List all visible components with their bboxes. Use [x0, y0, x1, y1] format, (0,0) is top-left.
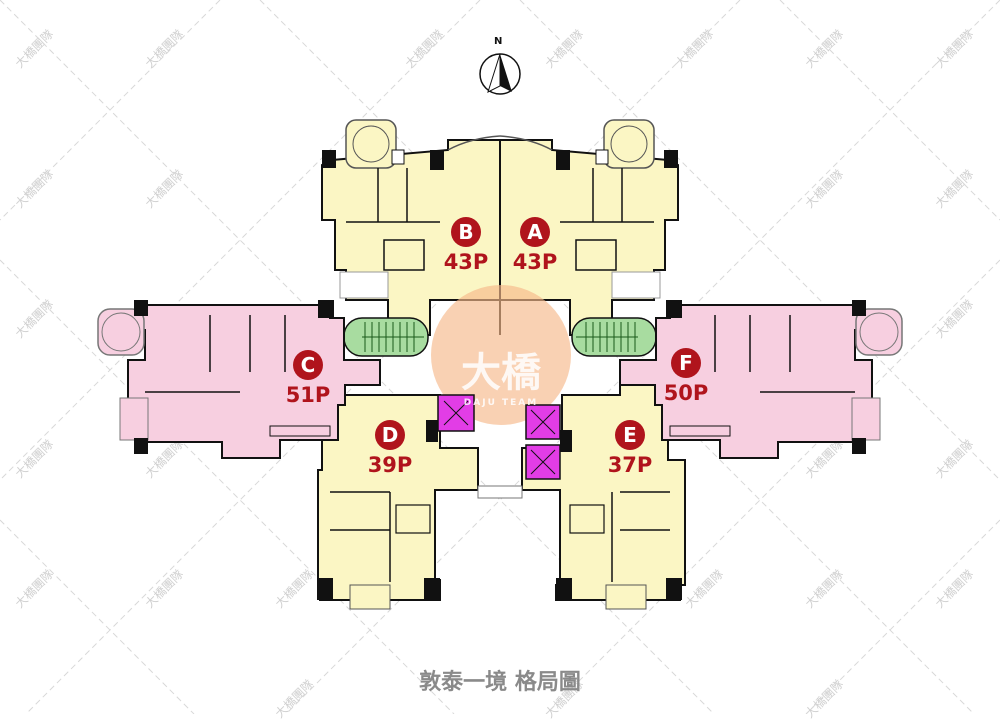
unit-size: 43P	[443, 250, 489, 274]
unit-e-plan	[521, 384, 686, 610]
unit-size: 39P	[367, 453, 413, 477]
unit-size: 51P	[285, 383, 331, 407]
unit-label-a: A 43P	[490, 217, 580, 275]
logo-watermark-subtext: DAJU TEAM	[463, 398, 539, 408]
unit-label-f: F 50P	[641, 348, 731, 406]
unit-a-plan	[499, 119, 679, 336]
unit-badge: C	[293, 350, 323, 380]
unit-badge: E	[615, 420, 645, 450]
compass-north-label: N	[494, 36, 503, 47]
north-arrow-icon	[479, 53, 521, 95]
unit-b-plan	[321, 119, 501, 336]
unit-badge: F	[671, 348, 701, 378]
logo-circle	[431, 285, 571, 425]
unit-size: 43P	[512, 250, 558, 274]
corridor-bridge	[477, 485, 523, 499]
unit-f-plan	[619, 300, 903, 459]
unit-badge: B	[451, 217, 481, 247]
unit-badge: D	[375, 420, 405, 450]
unit-size: 50P	[663, 381, 709, 405]
plan-caption: 敦泰一境 格局圖	[419, 670, 581, 695]
stair-left	[343, 317, 429, 357]
unit-badge: A	[520, 217, 550, 247]
unit-label-c: C 51P	[263, 350, 353, 408]
unit-size: 37P	[607, 453, 653, 477]
unit-d-plan	[317, 394, 479, 610]
unit-label-e: E 37P	[585, 420, 675, 478]
unit-label-b: B 43P	[421, 217, 511, 275]
unit-c-plan	[97, 300, 381, 459]
unit-label-d: D 39P	[345, 420, 435, 478]
logo-watermark-text: 大橋	[461, 350, 541, 396]
